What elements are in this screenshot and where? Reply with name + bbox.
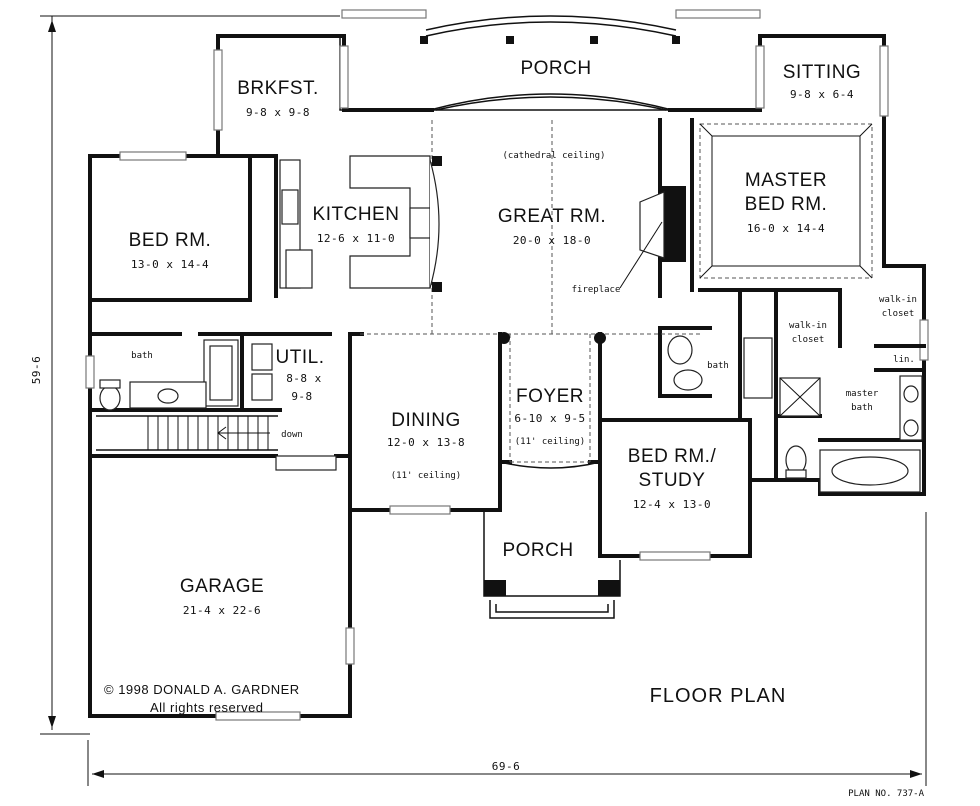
plan-number: PLAN NO. 737-A xyxy=(848,789,924,799)
util-size-line2: 9-8 xyxy=(291,390,312,403)
interior-walls xyxy=(88,118,926,558)
breakfast-size: 9-8 x 9-8 xyxy=(246,106,310,119)
fireplace-note: fireplace xyxy=(572,285,621,295)
dimension-width: 69-6 xyxy=(492,760,521,773)
bed-study-label-line1: BED RM./ xyxy=(628,446,717,467)
garage-label: GARAGE xyxy=(180,576,264,597)
util-label: UTIL. xyxy=(276,347,325,368)
foyer-label: FOYER xyxy=(516,386,584,407)
kitchen-size: 12-6 x 11-0 xyxy=(317,232,395,245)
util-size-line1: 8-8 x xyxy=(286,372,322,385)
great-room-label: GREAT RM. xyxy=(498,206,606,227)
master-bed-size: 16-0 x 14-4 xyxy=(747,222,825,235)
dining-size: 12-0 x 13-8 xyxy=(387,436,465,449)
lin-note: lin. xyxy=(893,355,915,365)
bed-left-label: BED RM. xyxy=(129,230,212,251)
great-room-note: (cathedral ceiling) xyxy=(503,151,606,161)
bed-study-label-line2: STUDY xyxy=(639,470,706,491)
master-bed-label-line2: BED RM. xyxy=(745,194,828,215)
room-labels: PORCH BRKFST. 9-8 x 9-8 SITTING 9-8 x 6-… xyxy=(129,58,917,617)
kitchen-fixtures xyxy=(279,155,442,292)
sitting-size: 9-8 x 6-4 xyxy=(790,88,854,101)
dimension-lines xyxy=(40,15,927,786)
garage-size: 21-4 x 22-6 xyxy=(183,604,261,617)
bed-left-size: 13-0 x 14-4 xyxy=(131,258,209,271)
copyright-line2: All rights reserved xyxy=(150,700,264,715)
bath-left-note: bath xyxy=(131,351,153,361)
master-bed-label-line1: MASTER xyxy=(745,170,827,191)
bath-fixtures xyxy=(99,335,923,493)
front-porch-label: PORCH xyxy=(502,540,573,561)
walk-in-closet-line1: walk-in xyxy=(789,321,827,331)
exterior-walls xyxy=(85,34,929,721)
kitchen-label: KITCHEN xyxy=(313,204,400,225)
master-bath-line1: master xyxy=(846,389,879,399)
foyer-size: 6-10 x 9-5 xyxy=(514,412,585,425)
walk-in-right-line2: closet xyxy=(882,309,915,319)
great-room-size: 20-0 x 18-0 xyxy=(513,234,591,247)
plan-info: © 1998 DONALD A. GARDNER All rights rese… xyxy=(30,356,925,799)
dashed-lines xyxy=(360,120,873,463)
dining-note: (11' ceiling) xyxy=(391,471,461,481)
stairs-down-note: down xyxy=(281,430,303,440)
dimension-depth: 59-6 xyxy=(30,356,43,385)
plan-title: FLOOR PLAN xyxy=(650,685,787,707)
walk-in-closet-line2: closet xyxy=(792,335,825,345)
stairs xyxy=(96,415,337,471)
rear-porch-label: PORCH xyxy=(520,58,591,79)
breakfast-label: BRKFST. xyxy=(237,78,319,99)
copyright-line1: © 1998 DONALD A. GARDNER xyxy=(104,682,300,697)
sitting-label: SITTING xyxy=(783,62,861,83)
walk-in-right-line1: walk-in xyxy=(879,295,917,305)
front-porch xyxy=(483,461,621,619)
bed-study-size: 12-4 x 13-0 xyxy=(633,498,711,511)
bath-mid-note: bath xyxy=(707,361,729,371)
foyer-note: (11' ceiling) xyxy=(515,437,585,447)
master-bath-line2: bath xyxy=(851,403,873,413)
fireplace-columns xyxy=(498,186,686,344)
dining-label: DINING xyxy=(391,410,461,431)
